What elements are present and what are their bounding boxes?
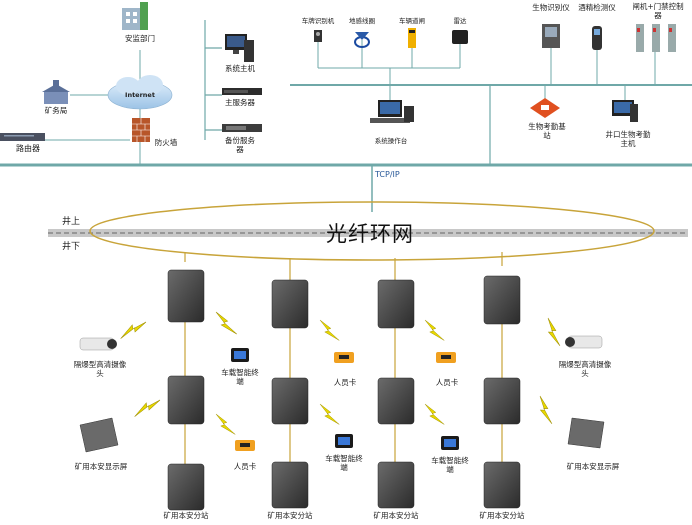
main-server-icon xyxy=(222,88,262,95)
firewall-label: 防火墙 xyxy=(154,138,178,147)
backup-server-label: 备份服务器 xyxy=(225,136,255,154)
vehicle-terminal-label-1: 车载智能终端 xyxy=(221,368,259,386)
underground-links xyxy=(184,252,503,465)
radar-label: 雷达 xyxy=(453,17,467,25)
display-icon-right xyxy=(567,417,605,449)
substation-label-3: 矿用本安分站 xyxy=(373,511,419,520)
substation-label-2: 矿用本安分站 xyxy=(267,511,313,520)
display-label-right: 矿用本安显示屏 xyxy=(566,462,620,471)
well-bio-host-icon xyxy=(612,100,638,122)
protocol-label: TCP/IP xyxy=(375,170,400,179)
fiber-ring xyxy=(89,201,655,261)
vehicle-terminal-label-3: 车载智能终端 xyxy=(431,456,469,474)
camera-icon-right xyxy=(565,335,603,349)
ground-line xyxy=(48,229,688,237)
supervision-label: 安监部门 xyxy=(125,34,155,43)
router-label: 路由器 xyxy=(16,144,40,153)
barrier-gate-icon xyxy=(408,28,416,48)
main-server-label: 主服务器 xyxy=(225,98,255,107)
supervision-building-icon xyxy=(122,2,148,30)
bio-base-station-label: 生物考勤基站 xyxy=(528,122,566,140)
system-host-icon xyxy=(225,34,254,62)
below-ground-label: 井下 xyxy=(62,242,81,252)
ring-label: 光纤环网 xyxy=(326,222,414,246)
plate-reader-icon xyxy=(314,30,322,42)
gate-access-label: 闸机+门禁控制器 xyxy=(632,2,684,20)
mine-bureau-building-icon xyxy=(42,80,70,104)
cloud-icon xyxy=(107,75,173,110)
personnel-card-label-2: 人员卡 xyxy=(435,378,459,387)
substation-label-4: 矿用本安分站 xyxy=(479,511,525,520)
substation-label-1: 矿用本安分站 xyxy=(163,511,209,520)
radar-icon xyxy=(452,30,468,44)
display-label-left: 矿用本安显示屏 xyxy=(74,462,128,471)
above-ground-label: 井上 xyxy=(62,217,81,227)
camera-label-right: 隔爆型高清摄像头 xyxy=(558,360,612,378)
gate-access-icon xyxy=(636,24,676,52)
operator-console-icon xyxy=(370,100,414,123)
display-icon-left xyxy=(79,417,119,453)
internet-label: Internet xyxy=(125,91,155,99)
ground-coil-label: 地感线圈 xyxy=(349,17,375,25)
alcohol-tester-label: 酒精检测仪 xyxy=(578,3,616,12)
mine-bureau-label: 矿务局 xyxy=(44,106,68,115)
backup-server-icon xyxy=(222,124,262,132)
camera-icon-left xyxy=(79,337,117,351)
ground-coil-icon xyxy=(354,32,370,48)
barrier-gate-label: 车辆道闸 xyxy=(399,17,425,25)
camera-label-left: 隔爆型高清摄像头 xyxy=(73,360,127,378)
personnel-card-label-3: 人员卡 xyxy=(233,462,257,471)
router-icon xyxy=(0,133,45,141)
substation-icons xyxy=(167,269,521,511)
personnel-card-label-1: 人员卡 xyxy=(333,378,357,387)
operator-console-label: 系统操作台 xyxy=(374,137,408,145)
bio-base-station-icon xyxy=(530,98,560,118)
firewall-icon xyxy=(132,118,150,142)
bio-reader-label: 生物识别仪 xyxy=(532,3,570,12)
alcohol-tester-icon xyxy=(592,26,602,50)
bio-reader-icon xyxy=(542,24,560,48)
personnel-card-icons xyxy=(235,352,456,451)
top-network-lines xyxy=(0,20,692,212)
system-host-label: 系统主机 xyxy=(225,64,255,73)
vehicle-terminal-label-2: 车载智能终端 xyxy=(325,454,363,472)
vehicle-terminal-icons xyxy=(231,348,459,450)
plate-reader-label: 车牌识别机 xyxy=(301,17,335,25)
well-bio-host-label: 井口生物考勤主机 xyxy=(605,130,651,148)
